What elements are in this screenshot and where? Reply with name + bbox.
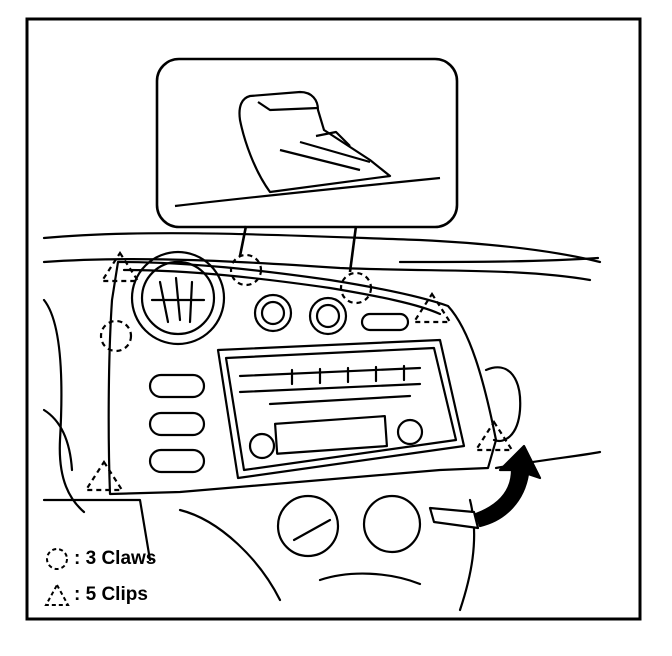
clip-marker-1 <box>99 250 141 283</box>
dashboard-upper-contour <box>42 257 592 282</box>
lower-vent-right <box>362 494 422 554</box>
legend-clips-label: : 5 Clips <box>74 584 148 605</box>
meter-hood-left <box>42 298 86 514</box>
pull-arrow <box>474 444 542 528</box>
claw-marker-3 <box>339 271 373 305</box>
clip-marker-2 <box>411 291 453 324</box>
center-cluster-bezel <box>107 260 498 496</box>
callout-leader-right <box>348 225 358 273</box>
dashed-circle-icon <box>46 548 68 570</box>
small-vent-1-inner <box>260 300 286 326</box>
detail-claw-front <box>257 101 319 112</box>
left-vent-louvers <box>150 276 206 324</box>
switch-button-3 <box>148 448 206 474</box>
audio-unit-frame <box>216 338 466 480</box>
small-vent-1 <box>253 293 293 333</box>
legend-claws: : 3 Claws <box>44 546 156 572</box>
bezel-inner-rim <box>122 268 442 316</box>
audio-buttons-row-2 <box>268 394 412 406</box>
audio-knob-left <box>248 432 276 460</box>
audio-knob-right <box>396 418 424 446</box>
small-vent-2 <box>308 296 348 336</box>
callout-leader-left <box>238 225 248 257</box>
audio-buttons-row-1 <box>238 366 422 394</box>
steering-wheel-arc <box>42 408 74 472</box>
detail-panel-edge <box>174 176 441 208</box>
detail-claw-slot <box>279 130 371 172</box>
pry-tool <box>428 506 480 530</box>
clip-marker-4 <box>83 459 125 492</box>
right-vent-edge <box>484 366 522 443</box>
column-cover <box>42 498 152 562</box>
claw-marker-1 <box>99 319 133 353</box>
dashed-triangle-icon <box>44 582 70 606</box>
switch-button-1 <box>148 373 206 399</box>
audio-unit-inner-frame <box>224 346 458 472</box>
legend-claws-label: : 3 Claws <box>74 548 157 569</box>
lower-vent-left <box>276 494 340 558</box>
shift-area <box>318 572 422 586</box>
clip-marker-3 <box>473 419 515 452</box>
claw-marker-2 <box>229 253 263 287</box>
audio-button-dividers <box>290 364 406 386</box>
left-round-vent-inner <box>140 260 216 336</box>
dashboard-top-edge <box>42 232 602 264</box>
left-round-vent-outer <box>130 250 226 346</box>
audio-display <box>273 415 389 455</box>
legend-clips: : 5 Clips <box>44 582 148 608</box>
switch-button-2 <box>148 411 206 437</box>
small-vent-2-inner <box>315 303 341 329</box>
windshield-line <box>398 256 600 264</box>
hazard-switch-slot <box>360 312 410 332</box>
detail-claw-shape <box>238 90 392 194</box>
lower-vent-louver <box>292 518 332 542</box>
